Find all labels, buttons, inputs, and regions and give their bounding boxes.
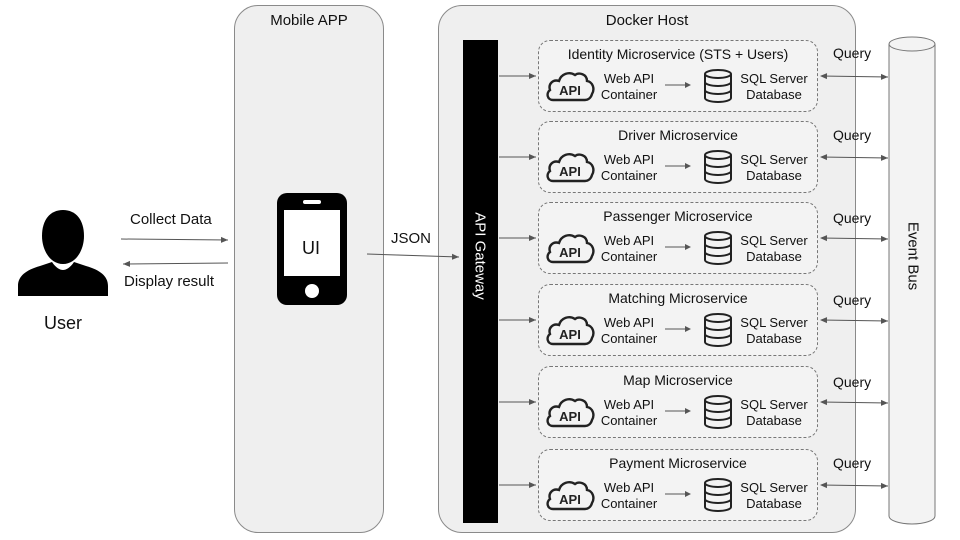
service-to-bus-arrow	[820, 235, 889, 242]
container-to-db-arrow	[665, 491, 691, 497]
api-gateway	[463, 40, 498, 523]
web-api-label: Web API Container	[600, 71, 658, 102]
microservice-title: Identity Microservice (STS + Users)	[567, 46, 789, 62]
phone-ui-label: UI	[302, 238, 320, 258]
api-cloud-icon: API	[546, 398, 595, 428]
display-result-arrow	[122, 260, 229, 267]
json-label: JSON	[391, 230, 432, 247]
svg-text:API: API	[559, 245, 581, 260]
microservice-body: API Web API Container SQL Server Databas…	[539, 229, 819, 273]
container-to-db-arrow	[665, 244, 691, 250]
web-api-label: Web API Container	[600, 152, 658, 183]
microservice-box: Passenger Microservice API Web API Conta…	[538, 202, 818, 274]
web-api-label: Web API Container	[600, 315, 658, 346]
microservice-title: Driver Microservice	[618, 127, 738, 143]
phone-icon	[277, 193, 347, 305]
container-to-db-arrow	[665, 82, 691, 88]
microservice-body: API Web API Container SQL Server Databas…	[539, 311, 819, 355]
service-to-bus-arrow	[820, 317, 889, 324]
microservice-body: API Web API Container SQL Server Databas…	[539, 476, 819, 520]
container-to-db-arrow	[665, 408, 691, 414]
database-icon	[704, 478, 732, 512]
query-label: Query	[833, 210, 872, 226]
container-to-db-arrow	[665, 326, 691, 332]
query-label: Query	[833, 292, 872, 308]
web-api-label: Web API Container	[600, 480, 658, 511]
display-result-label: Display result	[124, 273, 215, 290]
json-arrow	[366, 253, 460, 260]
collect-data-arrow	[120, 236, 229, 243]
sql-server-label: SQL Server Database	[740, 152, 808, 183]
microservice-body: API Web API Container SQL Server Databas…	[539, 393, 819, 437]
mobile-app-title: Mobile APP	[270, 12, 348, 29]
sql-server-label: SQL Server Database	[740, 315, 808, 346]
sql-server-label: SQL Server Database	[740, 233, 808, 264]
microservice-title: Map Microservice	[623, 372, 733, 388]
api-cloud-icon: API	[546, 234, 595, 264]
microservice-box: Matching Microservice API Web API Contai…	[538, 284, 818, 356]
api-cloud-icon: API	[546, 316, 595, 346]
microservice-box: Map Microservice API Web API Container	[538, 366, 818, 438]
sql-server-label: SQL Server Database	[740, 480, 808, 511]
query-label: Query	[833, 127, 872, 143]
service-to-bus-arrow	[820, 154, 889, 161]
svg-text:API: API	[559, 492, 581, 507]
database-icon	[704, 313, 732, 347]
database-icon	[704, 395, 732, 429]
svg-text:API: API	[559, 83, 581, 98]
event-bus-cylinder	[888, 36, 936, 525]
docker-host-title: Docker Host	[605, 12, 689, 29]
microservice-box: Identity Microservice (STS + Users) API …	[538, 40, 818, 112]
user-icon	[18, 210, 108, 296]
collect-data-label: Collect Data	[130, 211, 212, 228]
web-api-label: Web API Container	[600, 233, 658, 264]
api-cloud-icon: API	[546, 72, 595, 102]
api-cloud-icon: API	[546, 153, 595, 183]
query-label: Query	[833, 455, 872, 471]
web-api-label: Web API Container	[600, 397, 658, 428]
database-icon	[704, 231, 732, 265]
sql-server-label: SQL Server Database	[740, 397, 808, 428]
svg-text:API: API	[559, 327, 581, 342]
microservice-body: API Web API Container SQL Server Databas…	[539, 148, 819, 192]
microservice-title: Payment Microservice	[609, 455, 747, 471]
microservice-title: Matching Microservice	[608, 290, 748, 306]
sql-server-label: SQL Server Database	[740, 71, 808, 102]
service-to-bus-arrow	[820, 399, 889, 406]
user-label: User	[44, 313, 83, 333]
query-label: Query	[833, 374, 872, 390]
svg-text:API: API	[559, 409, 581, 424]
microservice-box: Driver Microservice API Web API Containe…	[538, 121, 818, 193]
api-cloud-icon: API	[546, 481, 595, 511]
service-to-bus-arrow	[820, 482, 889, 489]
container-to-db-arrow	[665, 163, 691, 169]
database-icon	[704, 150, 732, 184]
service-to-bus-arrow	[820, 73, 889, 80]
database-icon	[704, 69, 732, 103]
query-label: Query	[833, 45, 872, 61]
microservice-title: Passenger Microservice	[603, 208, 753, 224]
microservice-body: API Web API Container SQL Server Databas…	[539, 67, 819, 111]
microservice-box: Payment Microservice API Web API Contain…	[538, 449, 818, 521]
svg-text:API: API	[559, 164, 581, 179]
